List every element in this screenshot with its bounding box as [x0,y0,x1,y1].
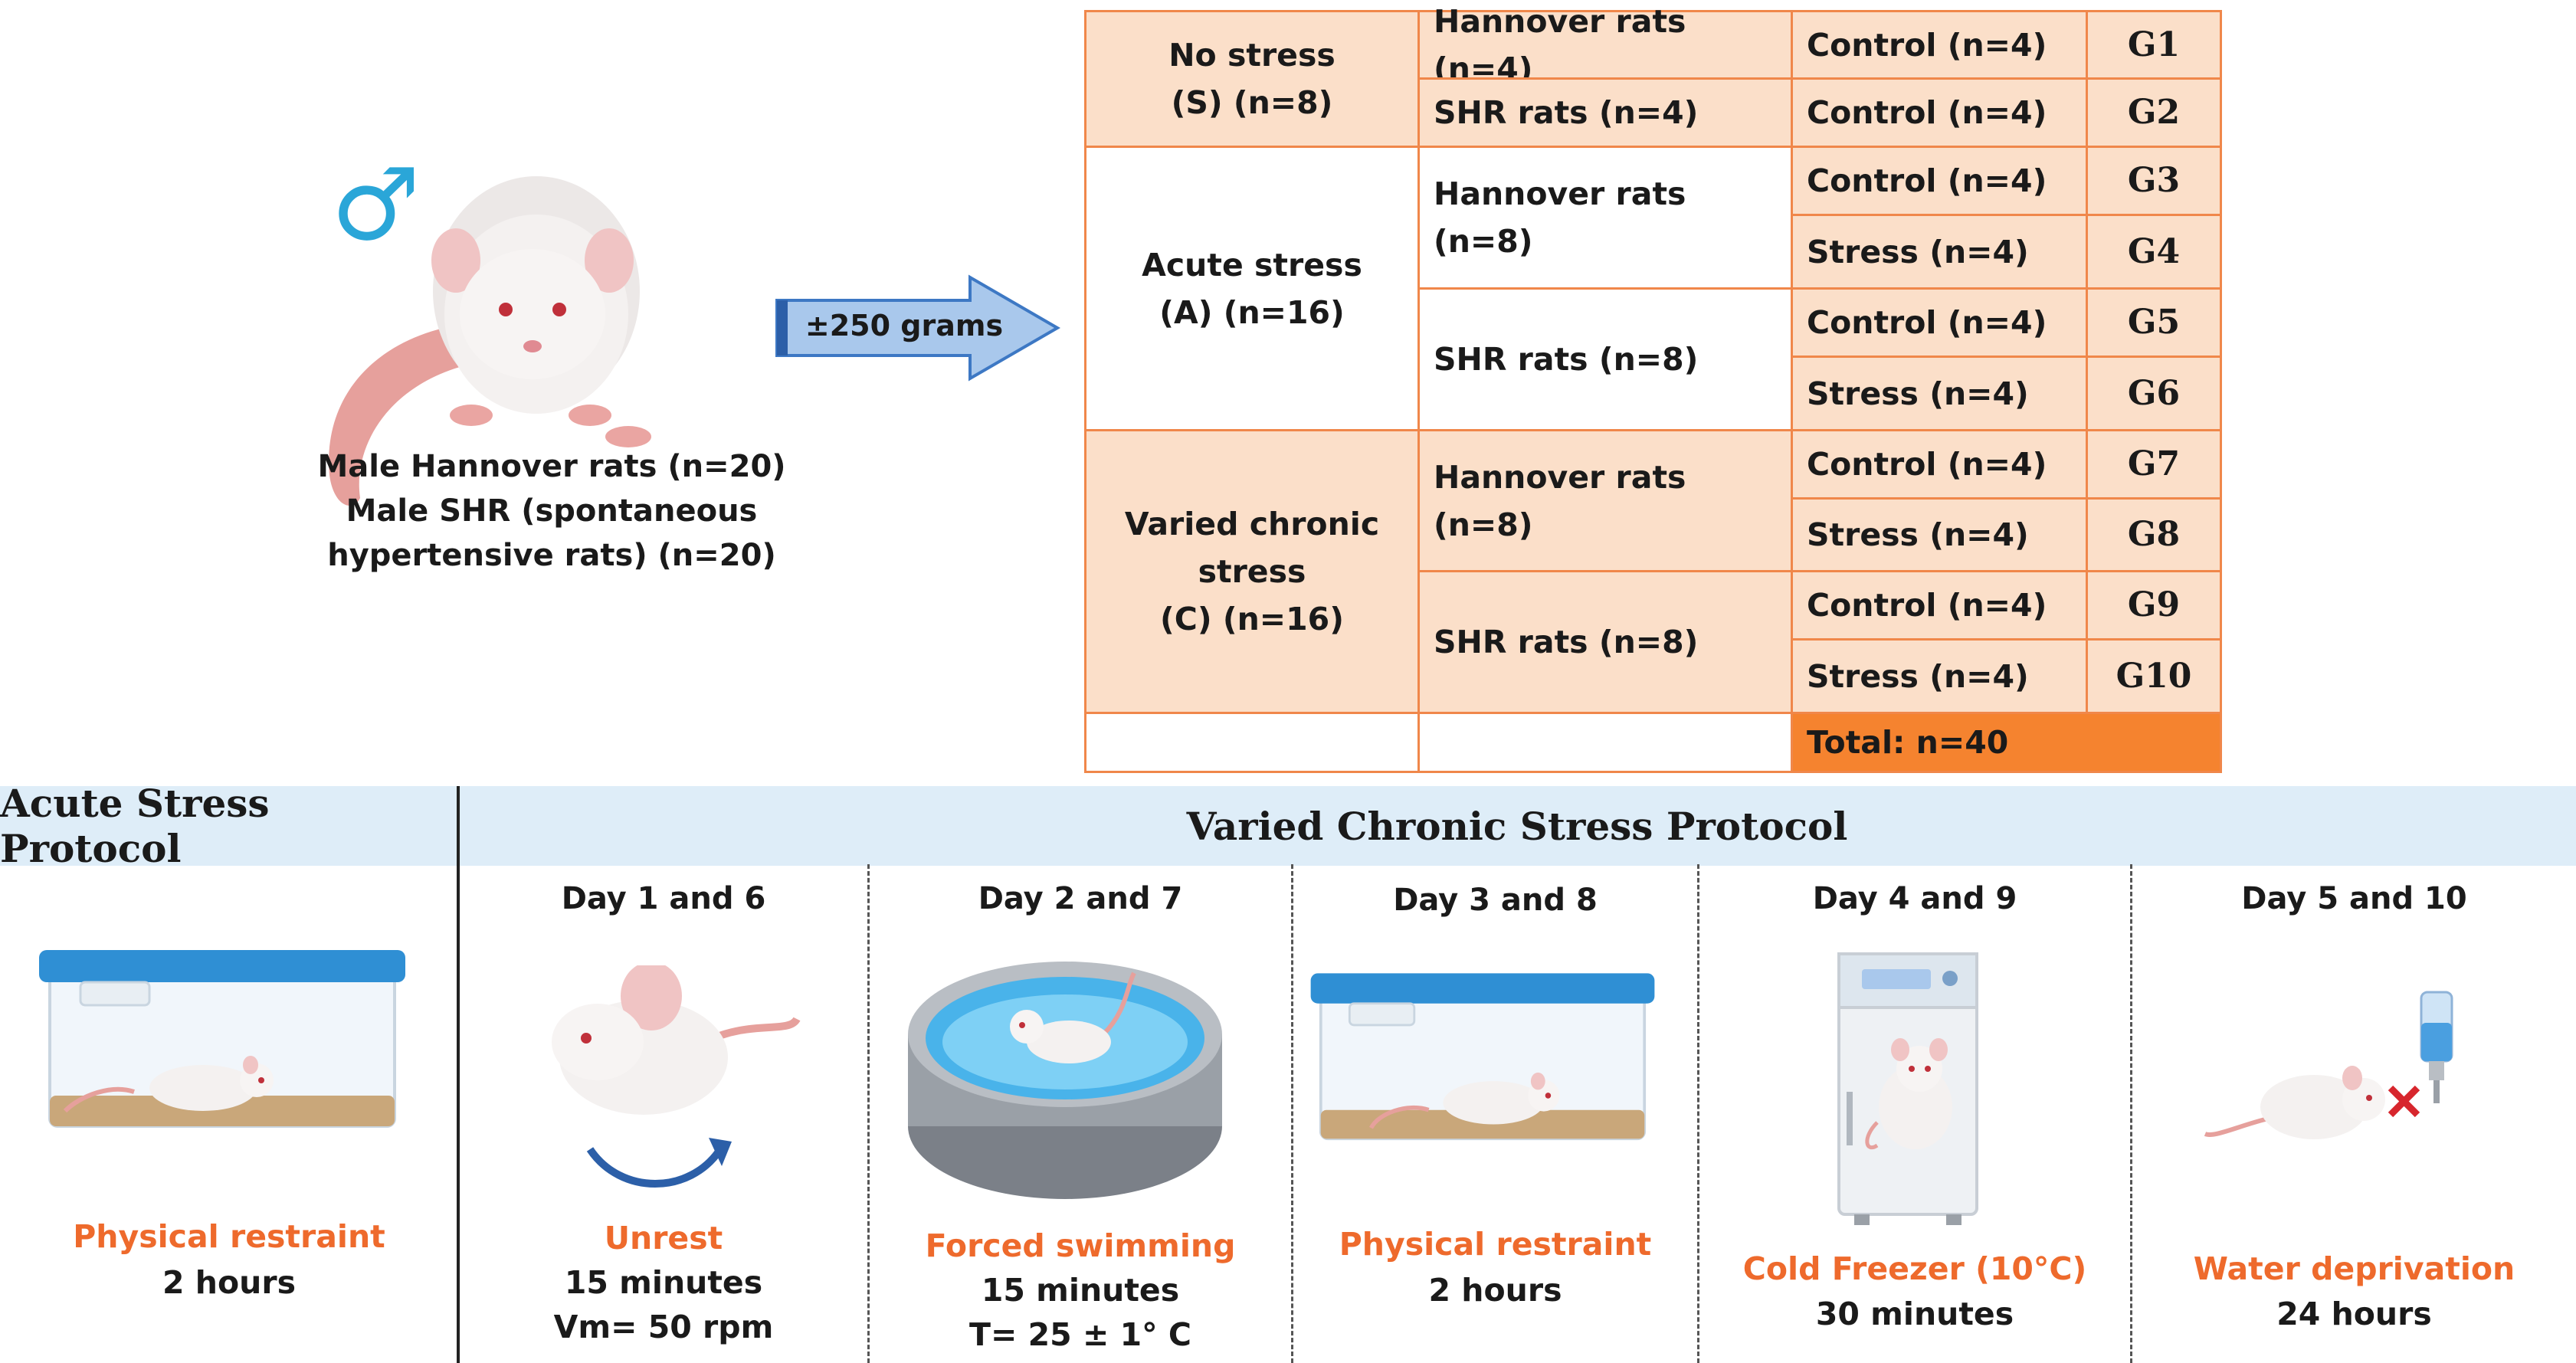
protocol-detail: 2 hours [1428,1272,1562,1309]
treatment-cell: Stress (n=4) [1791,497,2088,572]
acute-protocol-name: Physical restraint [73,1218,385,1255]
day-label: Day 3 and 8 [1393,883,1598,918]
protocol-detail: 24 hours [2276,1296,2432,1332]
no-water-cross-icon [2388,1085,2420,1118]
unrest-rat-illustration [552,965,801,1188]
protocol-detail: 15 minutes Vm= 50 rpm [553,1264,774,1345]
weight-arrow [775,274,1060,382]
treatment-cell: Stress (n=4) [1791,214,2088,290]
day-label: Day 1 and 6 [561,881,766,916]
day-label: Day 2 and 7 [978,881,1183,916]
group-id-cell: G1 [2086,10,2222,80]
treatment-cell: Control (n=4) [1791,77,2088,148]
treatment-cell: Control (n=4) [1791,570,2088,641]
treatment-cell: Stress (n=4) [1791,638,2088,714]
protocol-name: Unrest [604,1220,723,1257]
rat-paw [605,426,651,447]
rat-in-freezer-icon [1865,1038,1952,1150]
subjects-caption: Male Hannover rats (n=20) Male SHR (spon… [291,444,812,578]
condition-acute-stress: Acute stress(A) (n=16) [1084,146,1420,431]
group-id-cell: G6 [2086,355,2222,431]
protocol-name: Water deprivation [2193,1250,2515,1287]
rat-in-cage-icon [63,1056,274,1113]
group-id-cell: G2 [2086,77,2222,148]
acute-protocol-title: Acute Stress Protocol [0,781,270,871]
rat-ear-right [585,228,634,293]
chronic-protocol-title: Varied Chronic Stress Protocol [1186,803,1848,849]
rat-ear-left [431,228,480,293]
treatment-cell: Control (n=4) [1791,287,2088,358]
protocol-divider [457,786,460,1363]
strain-cell: Hannover rats (n=4) [1417,3,1793,87]
treatment-cell: Control (n=4) [1791,429,2088,500]
strain-cell: Hannover rats (n=8) [1417,146,1793,290]
thirsty-rat-icon [2204,1066,2385,1139]
rat-paw [569,405,611,426]
condition-no-stress: No stress(S) (n=8) [1084,10,1420,148]
swim-tank-illustration [908,962,1222,1199]
protocol-name: Physical restraint [1339,1226,1652,1263]
strain-cell: SHR rats (n=4) [1417,77,1793,148]
treatment-cell: Control (n=4) [1791,146,2088,216]
restraint-cage-illustration [1310,973,1655,1141]
water-bottle-icon [2420,991,2453,1103]
rat-nose [523,340,542,352]
rat-eye-right [552,303,566,316]
strain-cell: SHR rats (n=8) [1417,570,1793,714]
day-divider [867,864,870,1363]
protocol-detail: 15 minutes T= 25 ± 1° C [969,1272,1191,1353]
rat-in-cage-icon [1368,1072,1560,1129]
male-symbol-icon: ♂ [331,146,421,263]
group-id-cell: G10 [2086,638,2222,714]
protocol-header-bar [0,786,2576,866]
table-empty-cell [1084,712,1420,773]
protocol-detail: 30 minutes [1815,1296,2014,1332]
group-id-cell: G3 [2086,146,2222,216]
protocol-name: Forced swimming [925,1227,1236,1264]
treatment-cell: Stress (n=4) [1791,355,2088,431]
rat-paw [450,405,493,426]
day-divider [1291,864,1293,1363]
group-id-cell: G7 [2086,429,2222,500]
acute-protocol-detail: 2 hours [162,1264,296,1301]
rat-head [460,249,605,379]
group-id-cell: G4 [2086,214,2222,290]
table-empty-cell [1417,712,1793,773]
strain-cell: Hannover rats (n=8) [1417,429,1793,572]
rat-tail [329,322,490,506]
rat-eye-left [499,303,513,316]
group-id-cell: G5 [2086,287,2222,358]
caption-line: Male Hannover rats (n=20) [317,449,786,484]
cold-freezer-illustration [1837,952,1978,1225]
group-allocation-table: No stress(S) (n=8) Acute stress(A) (n=16… [1084,3,2222,773]
day-label: Day 4 and 9 [1812,881,2017,916]
water-deprivation-illustration [2204,991,2453,1139]
strain-cell: SHR rats (n=8) [1417,287,1793,431]
rotation-arrow-icon [586,1138,732,1188]
caption-line: hypertensive rats) (n=20) [327,538,776,573]
weight-label: ±250 grams [805,309,1004,342]
day-divider [2130,864,2132,1363]
treatment-cell: Control (n=4) [1791,10,2088,80]
male-rat-illustration: ♂ [329,146,651,506]
caption-line: Male SHR (spontaneous [346,493,758,529]
swimming-rat-icon [1010,971,1136,1063]
day-label: Day 5 and 10 [2241,881,2467,916]
day-divider [1697,864,1699,1363]
total-cell: Total: n=40 [1791,712,2222,773]
restraint-cage-illustration [39,950,405,1128]
protocol-name: Cold Freezer (10°C) [1742,1250,2087,1287]
group-id-cell: G9 [2086,570,2222,641]
group-id-cell: G8 [2086,497,2222,572]
